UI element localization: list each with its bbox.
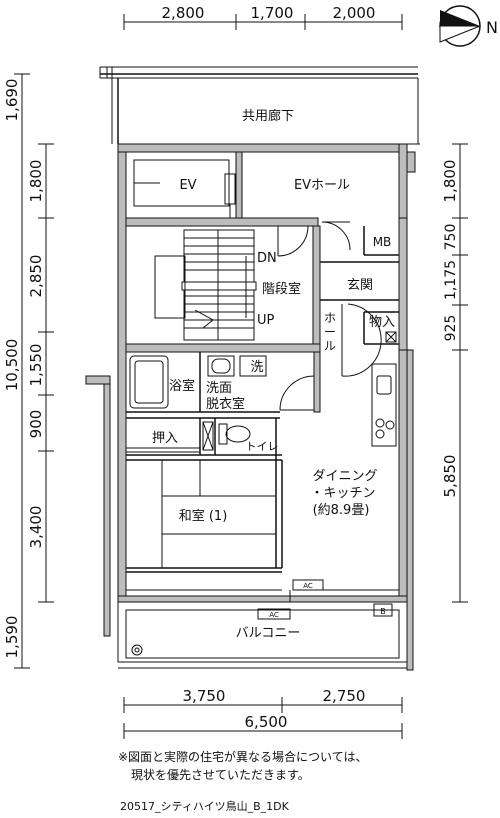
bottom-dimension (123, 697, 403, 739)
label-storage: 物入 (369, 315, 395, 330)
bathtub-icon (129, 355, 169, 409)
label-up: UP (257, 313, 275, 328)
storage-x-icon (385, 331, 397, 343)
dim-left-2850: 2,850 (27, 255, 45, 298)
closet-sliding-door (126, 447, 200, 453)
dim-left-1590: 1,590 (3, 616, 21, 659)
south-windows (126, 589, 399, 602)
side-walls (85, 151, 416, 671)
label-hall-2: ー (324, 325, 336, 339)
disclaimer-line-2: 現状を優先させていただきます。 (131, 768, 310, 782)
label-bath: 浴室 (169, 378, 195, 394)
dim-right-1175: 1,175 (443, 260, 459, 300)
label-genkan: 玄関 (347, 278, 373, 293)
label-dining-1: ダイニング (312, 469, 377, 484)
label-hall-1: ホ (324, 311, 336, 325)
label-toilet: トイレ (246, 440, 279, 453)
label-dn: DN (257, 251, 277, 266)
dim-bottom-3750: 3,750 (183, 687, 226, 705)
dim-top-1700: 1,700 (251, 4, 294, 22)
stair-door (277, 225, 309, 257)
left-dimension (14, 73, 54, 669)
north-arrow-icon: N (439, 5, 498, 47)
ac-label-dining: AC (303, 582, 313, 590)
dim-left-1550: 1,550 (27, 344, 45, 387)
compass-label: N (486, 18, 498, 37)
b-label: B (380, 607, 386, 616)
staircase (154, 229, 257, 341)
label-balcony: バルコニー (236, 626, 301, 641)
dim-top-2800: 2,800 (162, 4, 205, 22)
toilet-icon (218, 423, 251, 445)
elevator-shaft (133, 159, 236, 218)
dim-top-2000: 2,000 (333, 4, 376, 22)
kitchen-counter (371, 363, 397, 447)
label-wash: 洗 (250, 360, 263, 375)
dim-left-10500: 10,500 (3, 339, 21, 392)
tatami-layout (161, 460, 276, 568)
label-dining-3: (約8.9畳) (313, 503, 370, 518)
label-ev: EV (179, 178, 196, 193)
right-column-lines (407, 78, 420, 145)
label-dressing-1: 洗面 (206, 381, 232, 396)
dim-left-3400: 3,400 (27, 506, 45, 549)
right-dimension (452, 143, 468, 603)
dim-bottom-2750: 2,750 (323, 687, 366, 705)
label-hall-3: ル (324, 339, 336, 353)
dim-right-750: 750 (443, 224, 459, 251)
label-ev-hall: EVホール (294, 178, 350, 193)
label-closet: 押入 (152, 431, 178, 446)
dim-right-925: 925 (443, 315, 459, 342)
dim-left-1690: 1,690 (3, 79, 21, 122)
dim-right-1800: 1,800 (441, 160, 459, 203)
label-mb: MB (373, 235, 392, 249)
corridor-railing (99, 66, 418, 144)
cabinet-x-icon (202, 421, 214, 451)
label-stairwell: 階段室 (262, 281, 301, 297)
label-washitsu: 和室 (1) (179, 508, 228, 524)
dim-bottom-6500: 6,500 (245, 713, 288, 731)
hall-door (341, 303, 382, 377)
label-dining-2: ・キッチン (310, 486, 375, 501)
plan-code: 20517_シティハイツ鳥山_B_1DK (120, 800, 289, 813)
dim-left-1800: 1,800 (27, 160, 45, 203)
washer-box-icon (239, 355, 267, 377)
dressing-door (279, 375, 315, 411)
dim-right-5850: 5,850 (441, 455, 459, 498)
partitions (126, 226, 399, 573)
dim-left-900: 900 (27, 410, 45, 439)
entry-door (321, 221, 351, 251)
label-dressing-2: 脱衣室 (206, 396, 245, 412)
ac-label-balcony: AC (269, 611, 279, 619)
label-corridor: 共用廊下 (242, 108, 294, 124)
top-dimension (123, 14, 403, 30)
disclaimer-line-1: ※図面と実際の住宅が異なる場合については、 (118, 750, 368, 764)
sink-icon (207, 355, 235, 377)
